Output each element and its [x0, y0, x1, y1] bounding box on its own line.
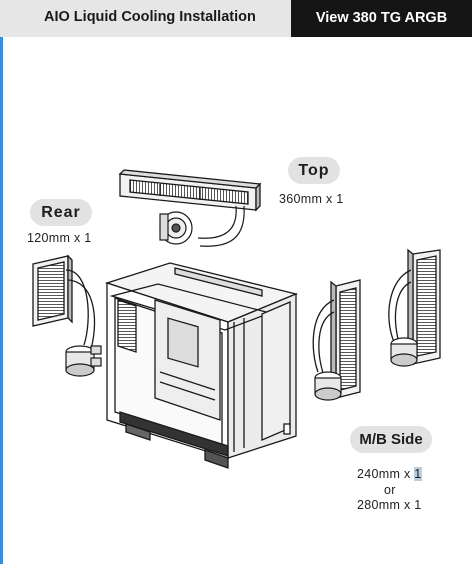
top-label-text: Top: [298, 162, 330, 179]
product-name: View 380 TG ARGB: [291, 0, 472, 37]
header-bar: AIO Liquid Cooling Installation View 380…: [0, 0, 472, 37]
accent-line: [0, 37, 3, 564]
pump-block-top-icon: [159, 205, 245, 247]
side-size-or: or: [384, 483, 396, 497]
pump-block-240-icon: [314, 371, 342, 401]
rear-label: Rear: [30, 199, 92, 226]
pc-case-icon: [104, 262, 299, 469]
radiator-240-icon: [312, 279, 361, 400]
top-label: Top: [288, 157, 340, 184]
rear-size: 120mm x 1: [27, 231, 92, 245]
radiator-360-icon: [118, 169, 262, 212]
top-size: 360mm x 1: [279, 192, 344, 206]
side-size-b: 280mm x 1: [357, 498, 422, 512]
side-size-a: 240mm x 1: [357, 467, 422, 481]
pump-block-rear-icon: [65, 345, 102, 377]
radiator-120-icon: [32, 254, 96, 353]
page-title: AIO Liquid Cooling Installation: [44, 9, 256, 25]
side-size-a-prefix: 240mm x: [357, 467, 415, 481]
radiator-280-icon: [388, 248, 441, 366]
side-label-text: M/B Side: [359, 431, 423, 448]
side-label: M/B Side: [350, 426, 432, 453]
side-size-a-count: 1: [414, 467, 422, 481]
pump-block-280-icon: [390, 337, 418, 367]
rear-label-text: Rear: [41, 204, 81, 221]
